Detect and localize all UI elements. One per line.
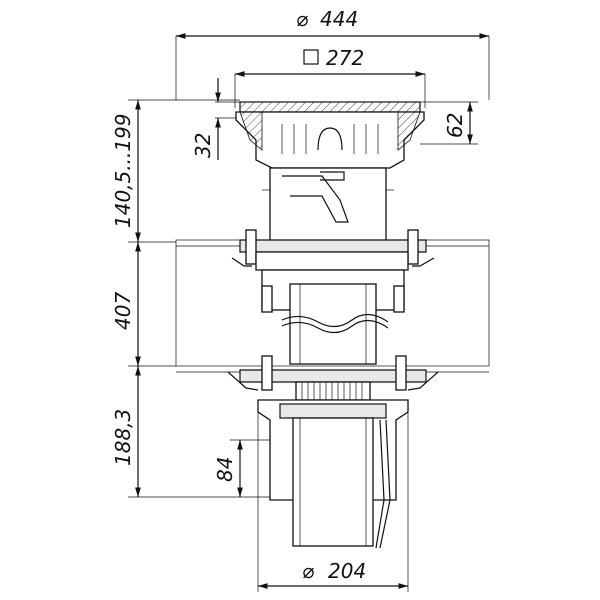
dim-top-diameter: ⌀ 444 (175, 7, 490, 100)
base-diameter-label: 204 (328, 559, 366, 583)
lower-flange (227, 355, 439, 401)
dim-base-diameter: ⌀ 204 (257, 410, 409, 592)
top-diameter-label: 444 (320, 7, 358, 31)
square-size-label: 272 (326, 46, 364, 70)
drip-ring (295, 381, 371, 401)
square-symbol-icon (303, 49, 319, 65)
grate-bars (281, 124, 379, 154)
upper-height-label: 140,5...199 (111, 113, 135, 228)
base-diameter-symbol: ⌀ (302, 559, 314, 583)
lower-height-label: 188,3 (111, 409, 135, 466)
dim-square-size: 272 (234, 46, 426, 108)
drain-body (257, 399, 409, 549)
grate-height-label: 62 (443, 113, 467, 138)
dim-chain-left: 140,5...199 407 188,3 (111, 99, 300, 498)
dim-outlet-length: 84 (213, 439, 300, 497)
grate-frame (235, 101, 425, 243)
dim-grate-height: 62 (420, 101, 478, 145)
top-diameter-symbol: ⌀ (296, 7, 308, 31)
upper-flange (231, 229, 435, 271)
outlet-length-label: 84 (213, 457, 237, 482)
small-offset-label: 32 (191, 133, 215, 158)
mid-height-label: 407 (111, 292, 135, 330)
dim-small-offset: 32 (191, 78, 240, 160)
extension-section (261, 269, 405, 365)
